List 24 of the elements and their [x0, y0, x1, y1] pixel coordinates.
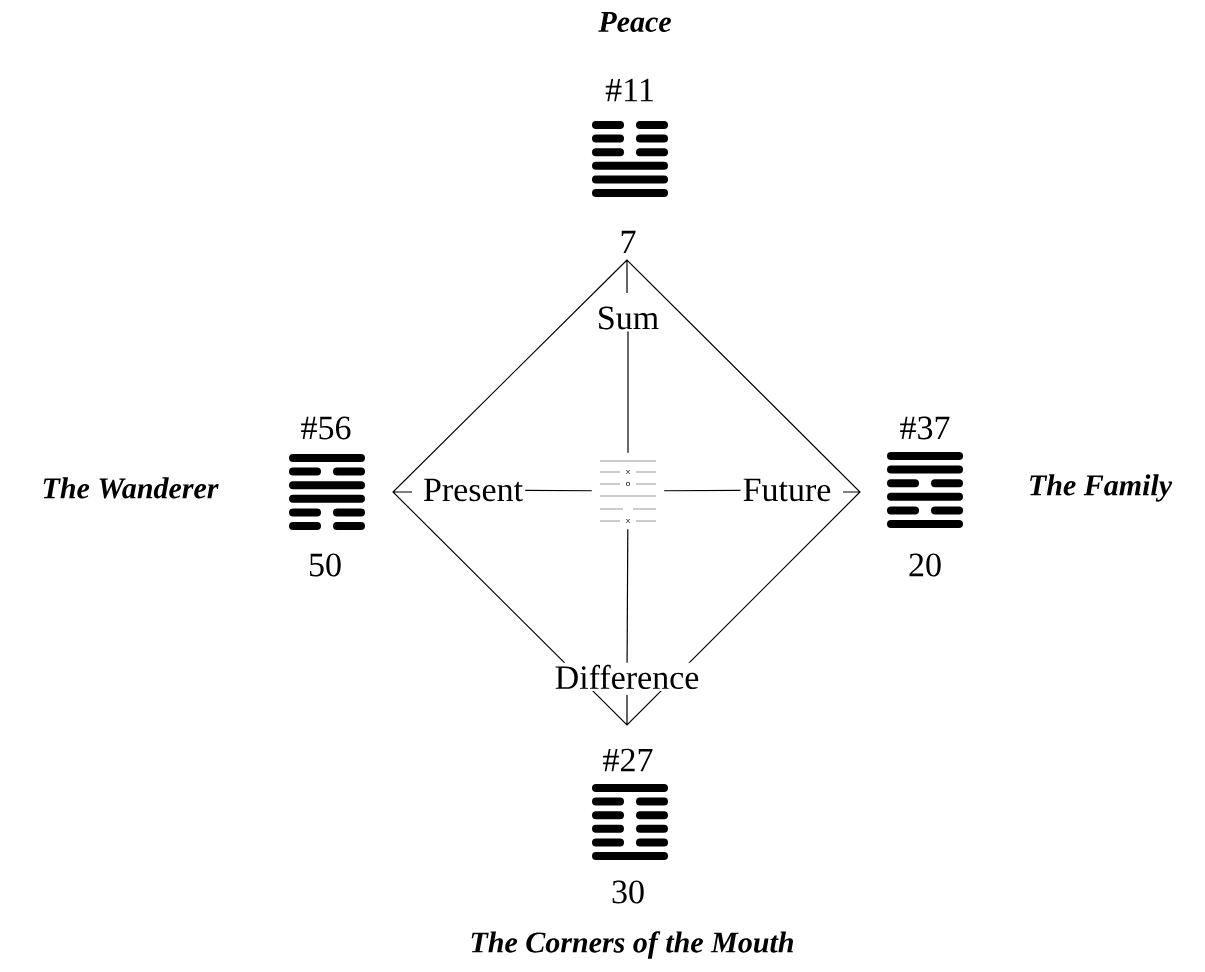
- connector-line: [524, 489, 593, 492]
- change-mark: x: [625, 470, 631, 474]
- number-label: 20: [909, 553, 941, 577]
- hexagram-title: The Family: [1030, 474, 1173, 502]
- number-label: #37: [900, 416, 950, 440]
- connector-line: [626, 528, 629, 664]
- change-mark: o: [625, 481, 631, 487]
- change-mark: x: [625, 519, 631, 523]
- term-label: Difference: [552, 662, 702, 692]
- number-label: 30: [612, 880, 644, 904]
- number-label: #27: [603, 748, 653, 772]
- hexagram-title: The Corners of the Mouth: [471, 931, 794, 959]
- term-label: Present: [420, 476, 526, 504]
- hexagram-title: Peace: [598, 12, 671, 32]
- term-label: Future: [740, 476, 834, 504]
- hexagram-drawing: [599, 460, 657, 522]
- number-label: #56: [301, 416, 351, 440]
- hexagram-title: The Wanderer: [43, 477, 219, 499]
- term-label: Sum: [594, 304, 662, 332]
- number-label: #11: [605, 78, 653, 102]
- connector-line: [663, 489, 741, 492]
- number-label: 50: [310, 553, 341, 577]
- connector-line: [627, 331, 629, 454]
- number-label: 7: [621, 230, 636, 254]
